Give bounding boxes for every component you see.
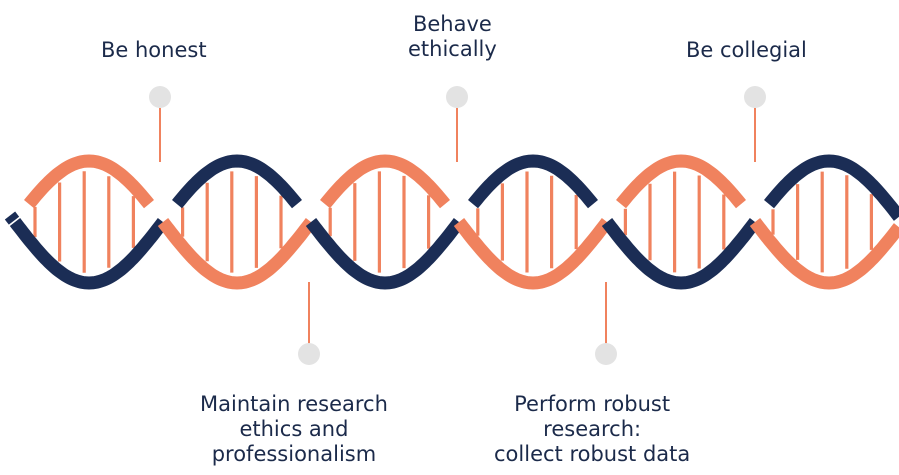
helix-strand-orange	[320, 154, 450, 209]
helix-strand-orange	[616, 154, 746, 209]
connector-dot	[744, 86, 766, 108]
helix-strand-orange	[24, 154, 154, 209]
connector-dot	[595, 343, 617, 365]
label-be-collegial: Be collegial	[686, 38, 807, 62]
helix-strand-orange	[453, 218, 613, 290]
helix-strand-dark	[305, 218, 465, 290]
label-be-honest: Be honest	[101, 38, 207, 62]
connectors	[149, 86, 766, 365]
helix-strand-orange	[749, 218, 899, 290]
helix-strand-orange	[157, 218, 317, 290]
connector-dot	[149, 86, 171, 108]
connector-dot	[446, 86, 468, 108]
helix-rungs	[33, 171, 874, 273]
connector-dot	[298, 343, 320, 365]
helix-strand-dark	[4, 211, 20, 225]
helix-strand-dark	[468, 154, 598, 209]
label-maintain-research-ethics: Maintain research ethics and professiona…	[200, 392, 388, 466]
helix-strands	[4, 154, 899, 290]
helix-strand-dark	[9, 218, 169, 290]
helix-strand-dark	[172, 154, 302, 209]
helix-strand-dark	[601, 218, 761, 290]
label-perform-robust-research: Perform robust research: collect robust …	[494, 392, 691, 466]
helix-strand-dark	[764, 154, 899, 221]
label-behave-ethically: Behave ethically	[408, 12, 497, 61]
